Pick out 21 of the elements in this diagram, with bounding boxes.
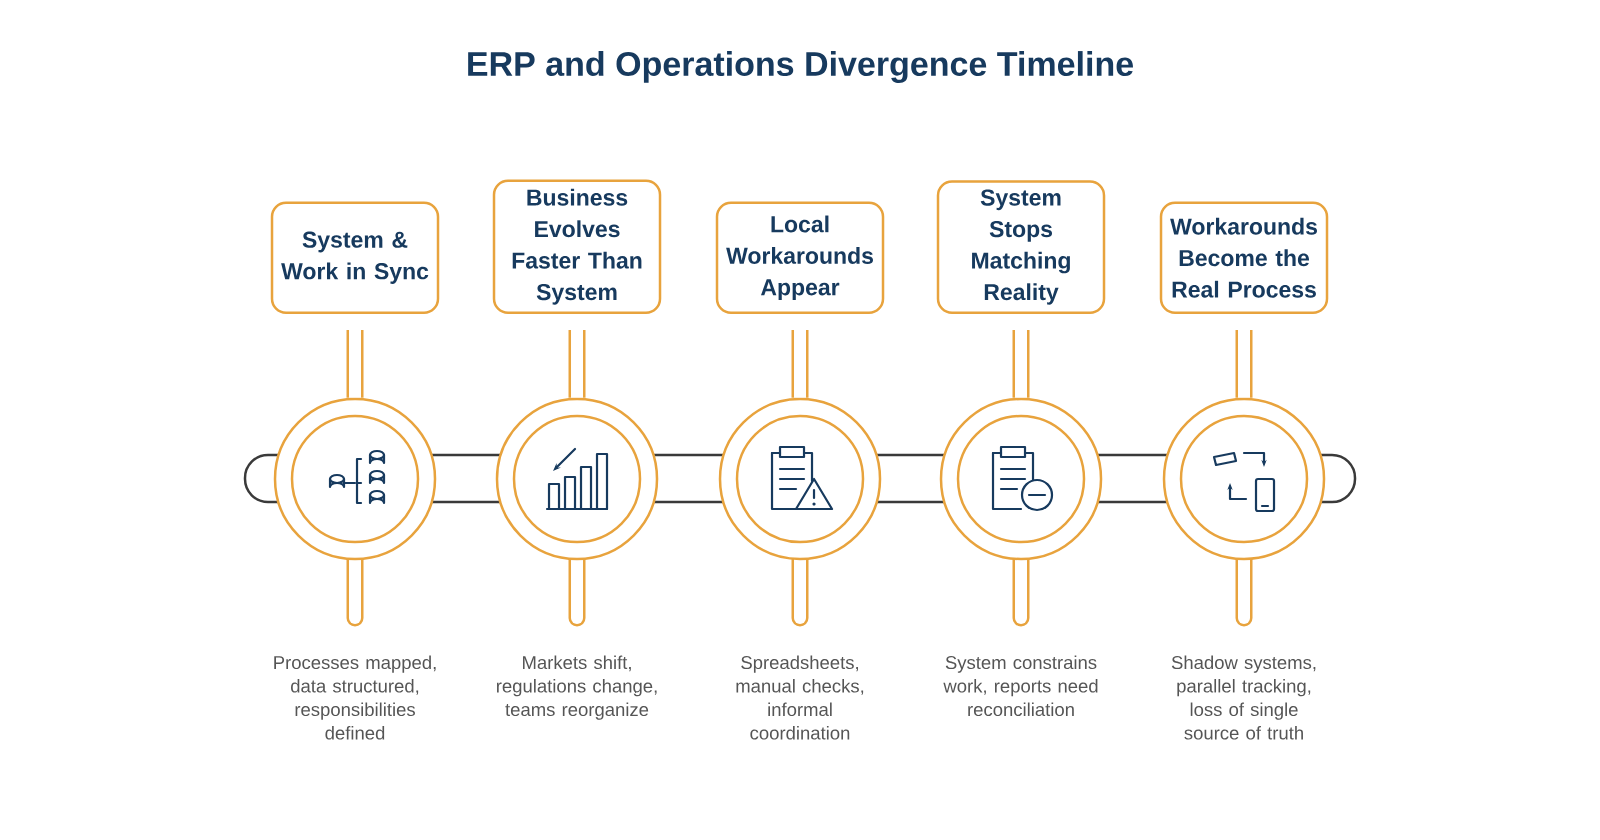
stage-circle: [939, 397, 1103, 561]
stage-circle: [495, 397, 659, 561]
stage-box: Local Workarounds Appear: [715, 201, 885, 314]
stage-box: System & Work in Sync: [270, 201, 440, 314]
stage-circle: [273, 397, 437, 561]
stage-circle: [1162, 397, 1326, 561]
description: Spreadsheets, manual checks, informal coordination: [736, 655, 864, 740]
description: Markets shift, regulations change, teams reorganize: [497, 655, 657, 720]
stage-box: Workarounds Become the Real Process: [1159, 201, 1329, 314]
connector-stem: [568, 330, 586, 398]
description: Shadow systems, parallel tracking, loss of single source of truth: [1171, 655, 1316, 740]
description: Processes mapped, data structured, responsibilities defined: [274, 655, 436, 740]
stage-circle: [718, 397, 882, 561]
stage-box: Business Evolves Faster Than System: [492, 179, 662, 314]
description: System constrains work, reports need reconciliation: [943, 655, 1098, 717]
connector-stem: [791, 330, 809, 398]
stage-box: System Stops Matching Reality: [936, 180, 1106, 314]
connector-stem: [346, 330, 364, 398]
connector-stem: [1012, 330, 1030, 398]
title: ERP and Operations Divergence Timeline: [468, 51, 1133, 83]
connector-stem: [1235, 330, 1253, 398]
